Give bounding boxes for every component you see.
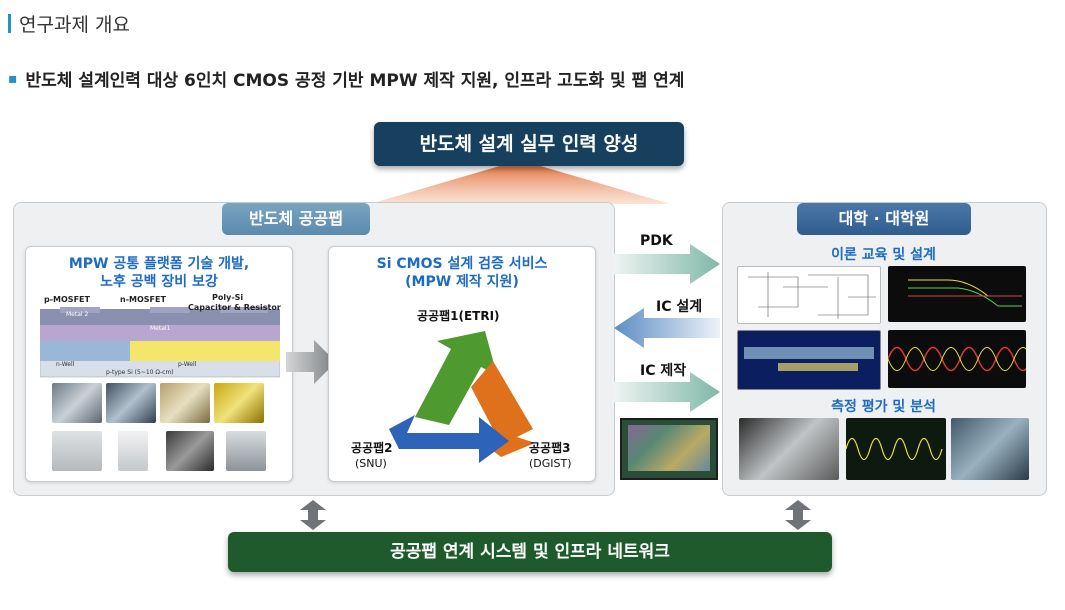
ic-design-left-arrow <box>614 308 720 348</box>
bullet-icon: ▪ <box>8 70 18 87</box>
cmos-cross-section <box>40 307 280 378</box>
fab1-label: 공공팹1(ETRI) <box>417 309 500 323</box>
university-tag: 대학 · 대학원 <box>797 203 971 235</box>
fab3-sub: (DGIST) <box>529 457 572 470</box>
fab-cycle-diagram <box>389 331 535 463</box>
p-well-label: p-Well <box>178 361 197 368</box>
fab2-sub: (SNU) <box>355 457 387 470</box>
updown-arrow-right <box>785 500 811 530</box>
probe-station-photo <box>739 418 839 480</box>
waveform-plot-1 <box>888 266 1026 322</box>
oscilloscope-photo <box>845 418 946 480</box>
theory-title: 이론 교육 및 설계 <box>831 247 936 263</box>
layout-image <box>737 330 881 390</box>
metal2-label: Metal 2 <box>66 311 89 318</box>
cleanroom-photo-2 <box>106 383 156 423</box>
section-title: 연구과제 개요 <box>8 10 130 37</box>
cleanroom-photo-4 <box>214 383 264 423</box>
fab3-label: 공공팹3 <box>529 441 571 455</box>
equipment-photo-2 <box>118 431 148 471</box>
ic-fab-right-arrow <box>614 372 720 412</box>
metal1-label: Metal1 <box>150 325 171 332</box>
substrate-label: p-type Si (5~10 Ω-cm) <box>106 369 174 376</box>
lab-bench-photo <box>951 418 1029 480</box>
cmos-card-title-2: (MPW 제작 지원) <box>405 274 519 290</box>
fab-tag: 반도체 공공팹 <box>222 203 370 235</box>
title-accent-bar <box>8 14 11 33</box>
mpw-card-title-2: 노후 공백 장비 보강 <box>100 274 218 290</box>
poly-si-label: Poly-Si <box>212 293 244 302</box>
cmos-service-card: Si CMOS 설계 검증 서비스 (MPW 제작 지원) 공공팹1(ETRI)… <box>328 246 596 482</box>
cap-res-label: Capacitor & Resistor <box>188 303 281 312</box>
mpw-platform-card: MPW 공통 플랫폼 기술 개발, 노후 공백 장비 보강 p-MOSFET n… <box>25 246 293 482</box>
equipment-photo-4 <box>226 431 266 471</box>
top-banner: 반도체 설계 실무 인력 양성 <box>374 122 684 166</box>
subtitle: ▪ 반도체 설계인력 대상 6인치 CMOS 공정 기반 MPW 제작 지원, … <box>8 66 685 92</box>
mpw-card-title-1: MPW 공통 플랫폼 기술 개발, <box>68 256 250 272</box>
schematic-image <box>737 266 881 324</box>
ic-fab-label: IC 제작 <box>640 363 687 379</box>
gray-right-arrow <box>286 340 336 384</box>
measure-title: 측정 평가 및 분석 <box>831 399 936 415</box>
p-mosfet-label: p-MOSFET <box>44 295 90 304</box>
section-title-text: 연구과제 개요 <box>19 14 130 36</box>
cleanroom-photo-3 <box>160 383 210 423</box>
fab2-label: 공공팹2 <box>351 441 393 455</box>
cleanroom-photo-1 <box>52 383 102 423</box>
ic-design-label: IC 설계 <box>656 299 703 315</box>
equipment-photo-3 <box>166 431 214 471</box>
orange-up-triangle <box>370 160 670 204</box>
waveform-plot-2 <box>887 330 1033 388</box>
chip-die-photo <box>620 418 718 480</box>
pdk-right-arrow <box>614 244 720 284</box>
bottom-banner: 공공팹 연계 시스템 및 인프라 네트워크 <box>228 532 832 572</box>
pdk-label: PDK <box>640 233 673 249</box>
n-well-label: n-Well <box>56 361 75 368</box>
equipment-photo-1 <box>52 431 102 471</box>
updown-arrow-left <box>300 500 326 530</box>
n-mosfet-label: n-MOSFET <box>120 295 166 304</box>
subtitle-text: 반도체 설계인력 대상 6인치 CMOS 공정 기반 MPW 제작 지원, 인프… <box>25 71 685 91</box>
cmos-card-title-1: Si CMOS 설계 검증 서비스 <box>376 256 548 272</box>
